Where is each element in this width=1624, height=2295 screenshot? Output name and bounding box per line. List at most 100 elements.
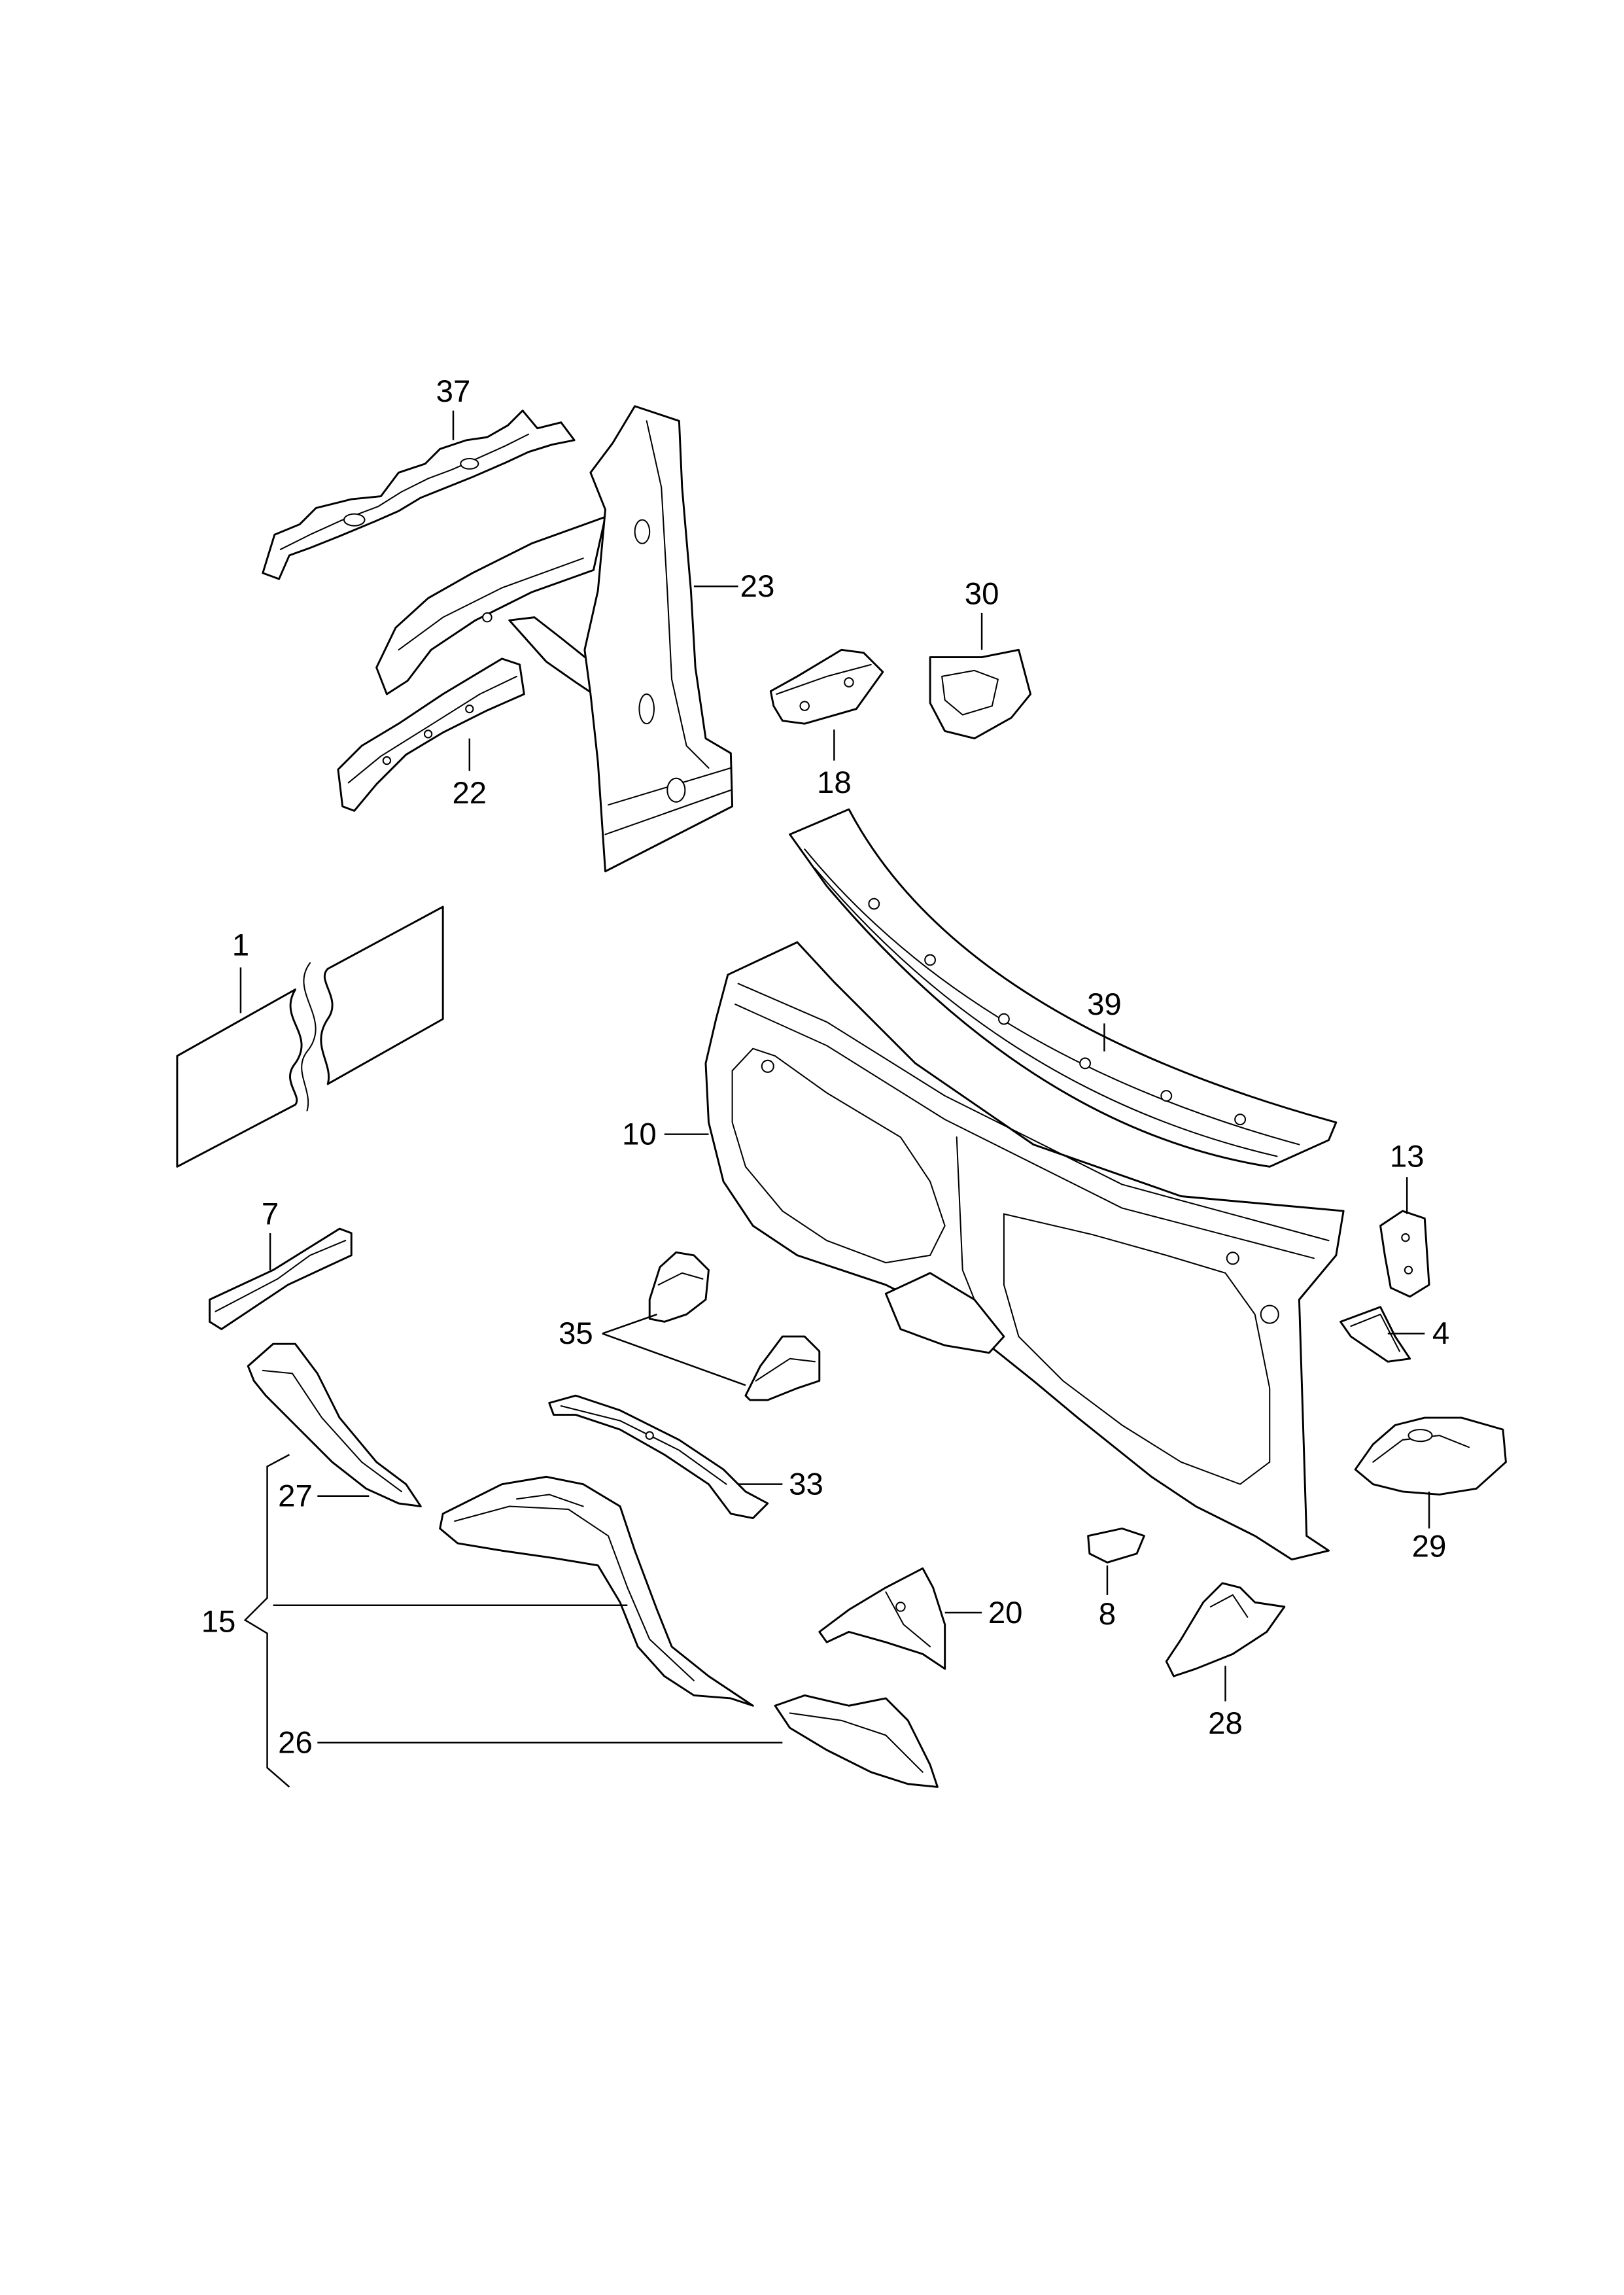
callout-29: 29 [1412,1529,1447,1564]
part-15-edge [454,1505,695,1681]
part-23-hole [638,693,655,725]
part-23-hole [634,519,651,544]
callout-33: 33 [789,1467,823,1501]
part-10-hole [1260,1305,1279,1324]
part-18-hole [799,701,810,711]
callout-13: 13 [1390,1139,1425,1174]
part-37-hole [343,513,366,527]
part-15-rail [439,1475,754,1707]
part-37-outline [262,410,576,580]
part-1-break-line [301,962,317,1112]
callout-7: 7 [262,1197,279,1231]
part-23-hole [666,777,686,803]
part-39-hole [868,898,880,910]
part-30-outline [929,648,1032,740]
part-22-edge [347,675,518,784]
part-10-left-opening [731,1047,946,1264]
part-20-bracket [818,1567,946,1670]
leader-line-35-b [602,1333,746,1386]
part-30-edge [941,669,999,716]
part-13-bracket [1379,1210,1430,1298]
part-33-reinforcement [548,1394,769,1520]
callout-10: 10 [622,1117,657,1151]
part-7-edge [215,1240,347,1312]
part-23-edge [604,789,732,835]
part-20-hole [895,1602,906,1612]
part-10-hole [1226,1252,1239,1265]
part-39-edge [814,867,1278,1157]
part-13-outline [1379,1210,1430,1298]
part-29-outline [1354,1416,1507,1496]
part-4-edge [1350,1314,1400,1352]
part-18-outline [769,648,884,725]
callout-30: 30 [965,576,999,611]
leader-lines [239,410,1430,1788]
part-1-label-sheet [176,905,444,1168]
part-13-hole [1401,1233,1410,1242]
part-26-outline [774,1694,939,1788]
part-15-edge [516,1494,584,1507]
callout-22: 22 [452,776,487,811]
part-29-housing [1354,1416,1507,1496]
part-18-edge [776,663,872,695]
callout-26: 26 [278,1725,313,1760]
part-15-outline [439,1475,754,1707]
part-39-cowl-panel [789,808,1338,1168]
part-22-hole [382,756,392,765]
part-39-hole [924,954,936,966]
part-10-right-opening [1003,1213,1271,1485]
bracket-15 [243,1454,290,1788]
part-7-strip [209,1227,353,1331]
part-26-rail-end [774,1694,939,1788]
part-23-arm-outline [375,516,606,695]
part-33-outline [548,1394,769,1520]
part-39-hole [1160,1090,1173,1102]
callout-39: 39 [1087,987,1122,1022]
callout-4: 4 [1432,1316,1449,1351]
callout-18: 18 [817,765,852,800]
part-10-hole [761,1059,774,1073]
part-39-hole [1079,1057,1092,1070]
part-35-lower-edge [755,1358,816,1382]
part-7-outline [209,1227,353,1331]
part-23-pillar [375,405,734,873]
part-18-hole [844,677,854,688]
part-22-hole [465,704,474,714]
part-26-edge [789,1712,924,1773]
part-28-edge [1209,1594,1249,1618]
part-10-bulkhead [704,941,1345,1561]
part-37-hole [460,457,479,470]
callout-23: 23 [740,569,775,604]
part-35-upper-edge [657,1272,704,1286]
part-10-duct [884,1272,1005,1354]
part-29-hole [1408,1429,1433,1443]
callout-15: 15 [201,1604,236,1639]
part-37-edge [279,433,530,550]
part-39-edge [804,849,1300,1146]
callout-27: 27 [278,1479,313,1514]
callout-20: 20 [988,1596,1023,1630]
callout-37: 37 [436,374,471,409]
part-33-hole [645,1431,654,1440]
part-22-strip [337,657,525,812]
part-35-lower-outline [744,1335,821,1401]
part-20-edge [885,1591,931,1647]
callout-labels: 37 23 30 22 18 1 39 10 13 7 35 4 33 27 2… [201,374,1450,1760]
part-35-brackets [648,1251,821,1401]
part-27-edge [262,1369,402,1492]
part-10-edge [734,1004,1315,1259]
part-39-hole [998,1013,1010,1025]
part-10-center-rib [956,1136,975,1301]
part-23-hole [482,612,492,623]
part-23-edge [646,420,710,769]
part-4-gusset [1339,1306,1411,1363]
part-23-edge [398,557,584,651]
leader-line-35-a [602,1313,657,1335]
callout-35: 35 [559,1316,593,1351]
part-37-bracket [262,410,576,580]
callout-8: 8 [1099,1597,1116,1632]
part-35-upper-outline [648,1251,710,1323]
part-13-hole [1404,1265,1413,1275]
part-30-duct [929,648,1032,740]
